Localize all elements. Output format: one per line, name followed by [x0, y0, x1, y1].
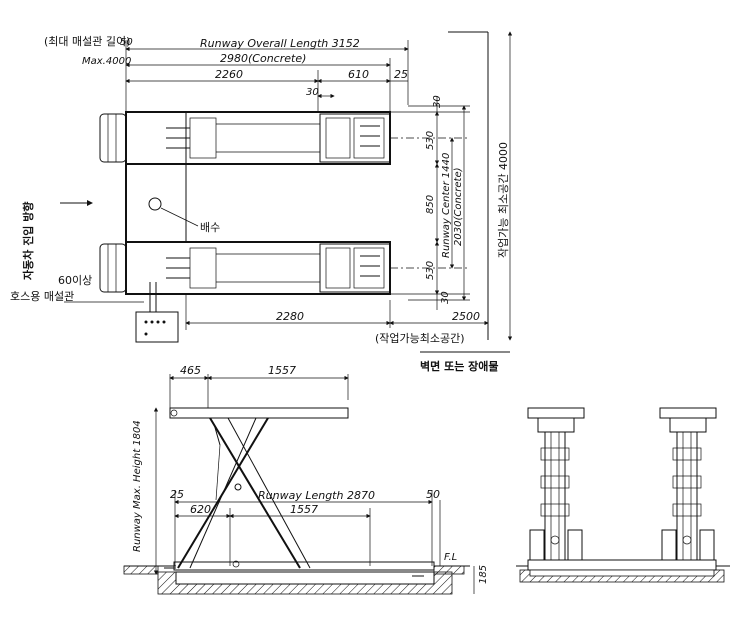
max-pipe-label: (최대 매설관 길이) — [44, 35, 130, 48]
top-view: (최대 매설관 길이) 50 Max.4000 Runway Overall L… — [10, 31, 513, 373]
wall-label: 벽면 또는 장애물 — [420, 359, 499, 373]
dim-25: 25 — [394, 68, 408, 81]
base-frame — [173, 561, 435, 571]
dim-25-side: 25 — [170, 488, 184, 501]
dim-1557-bottom: 1557 — [290, 503, 318, 516]
front-view — [516, 407, 730, 583]
dim-50-side: 50 — [426, 488, 440, 501]
dim-610: 610 — [348, 68, 369, 81]
dim-1557-top: 1557 — [268, 364, 296, 377]
dim-2260: 2260 — [215, 68, 243, 81]
work-space-4000: 작업가능 최소공간 4000 — [497, 142, 510, 258]
work-space-min: (작업가능최소공간) — [375, 332, 465, 345]
pipe-60-label: 60이상 — [58, 274, 92, 287]
max-pipe-value: Max.4000 — [82, 56, 131, 67]
hose-pipe-label: 호스용 매설관 — [10, 290, 74, 303]
concrete-2030-label: 2030(Concrete) — [453, 167, 464, 246]
dim-620: 620 — [190, 503, 211, 516]
drain-label: 배수 — [200, 221, 220, 234]
dim-2500: 2500 — [452, 310, 480, 323]
dim-465: 465 — [180, 364, 201, 377]
dim-2280: 2280 — [276, 310, 304, 323]
concrete-2980: 2980(Concrete) — [220, 52, 306, 65]
dim-185: 185 — [478, 565, 489, 584]
runway-deck — [169, 407, 349, 419]
max-height-label: Runway Max. Height 1804 — [132, 420, 143, 552]
dim-30-bottom: 30 — [440, 291, 451, 304]
side-view: 465 1557 Runway Max. Height 1804 25 Runw… — [123, 364, 489, 595]
dim-30-small: 30 — [306, 87, 319, 98]
vehicle-direction-label: 자동차 진입 방향 — [21, 202, 35, 281]
runway-length-label: Runway Length 2870 — [258, 489, 375, 502]
dim-50-left: 50 — [120, 37, 133, 48]
dim-530-top: 530 — [425, 131, 436, 150]
dim-530-bottom: 530 — [425, 261, 436, 280]
runway-center-label: Runway Center 1440 — [441, 153, 452, 258]
runway-overall-length: Runway Overall Length 3152 — [200, 37, 360, 50]
dim-30-top: 30 — [432, 95, 443, 108]
floor-level-label: F.L — [444, 552, 457, 563]
control-box — [135, 311, 179, 343]
dim-850: 850 — [425, 195, 436, 214]
